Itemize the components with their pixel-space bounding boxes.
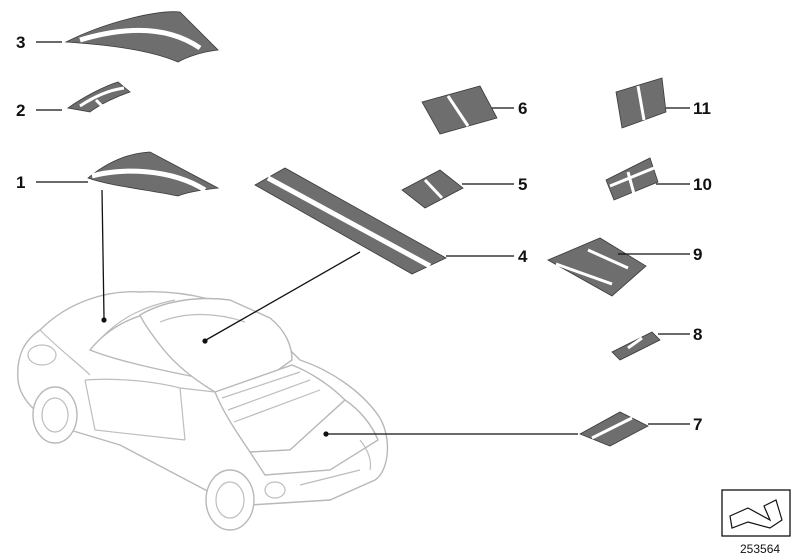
callout-4: 4: [518, 247, 528, 266]
part-3-stripe: [64, 11, 219, 63]
leader-lines: [36, 41, 690, 435]
part-8-stripe: [611, 331, 661, 361]
callout-7: 7: [693, 415, 702, 434]
diagram-number: 253564: [740, 542, 780, 556]
part-11-stripe: [615, 77, 667, 129]
part-7-stripe: [579, 411, 649, 447]
car-illustration: [17, 291, 389, 531]
callout-6: 6: [518, 99, 527, 118]
callout-11: 11: [693, 99, 711, 118]
part-2-stripe: [66, 81, 131, 113]
part-10-stripe: [605, 157, 659, 201]
leader-dot-part-7: [323, 431, 329, 437]
part-9-stripe: [547, 237, 647, 297]
part-5-stripe: [401, 169, 464, 209]
reference-symbol: [721, 489, 791, 537]
callout-3: 3: [16, 33, 25, 52]
part-1-stripe: [87, 151, 220, 197]
part-4-stripe: [254, 167, 447, 275]
callout-10: 10: [693, 175, 712, 194]
callout-2: 2: [16, 101, 25, 120]
callout-9: 9: [693, 245, 702, 264]
callout-1: 1: [16, 173, 25, 192]
fold-arrow-icon: [729, 499, 783, 529]
callout-5: 5: [518, 175, 527, 194]
leader-dot-part-4: [202, 338, 208, 344]
callout-8: 8: [693, 325, 702, 344]
leader-dot-part-1: [101, 317, 107, 323]
part-6-stripe: [421, 85, 498, 135]
